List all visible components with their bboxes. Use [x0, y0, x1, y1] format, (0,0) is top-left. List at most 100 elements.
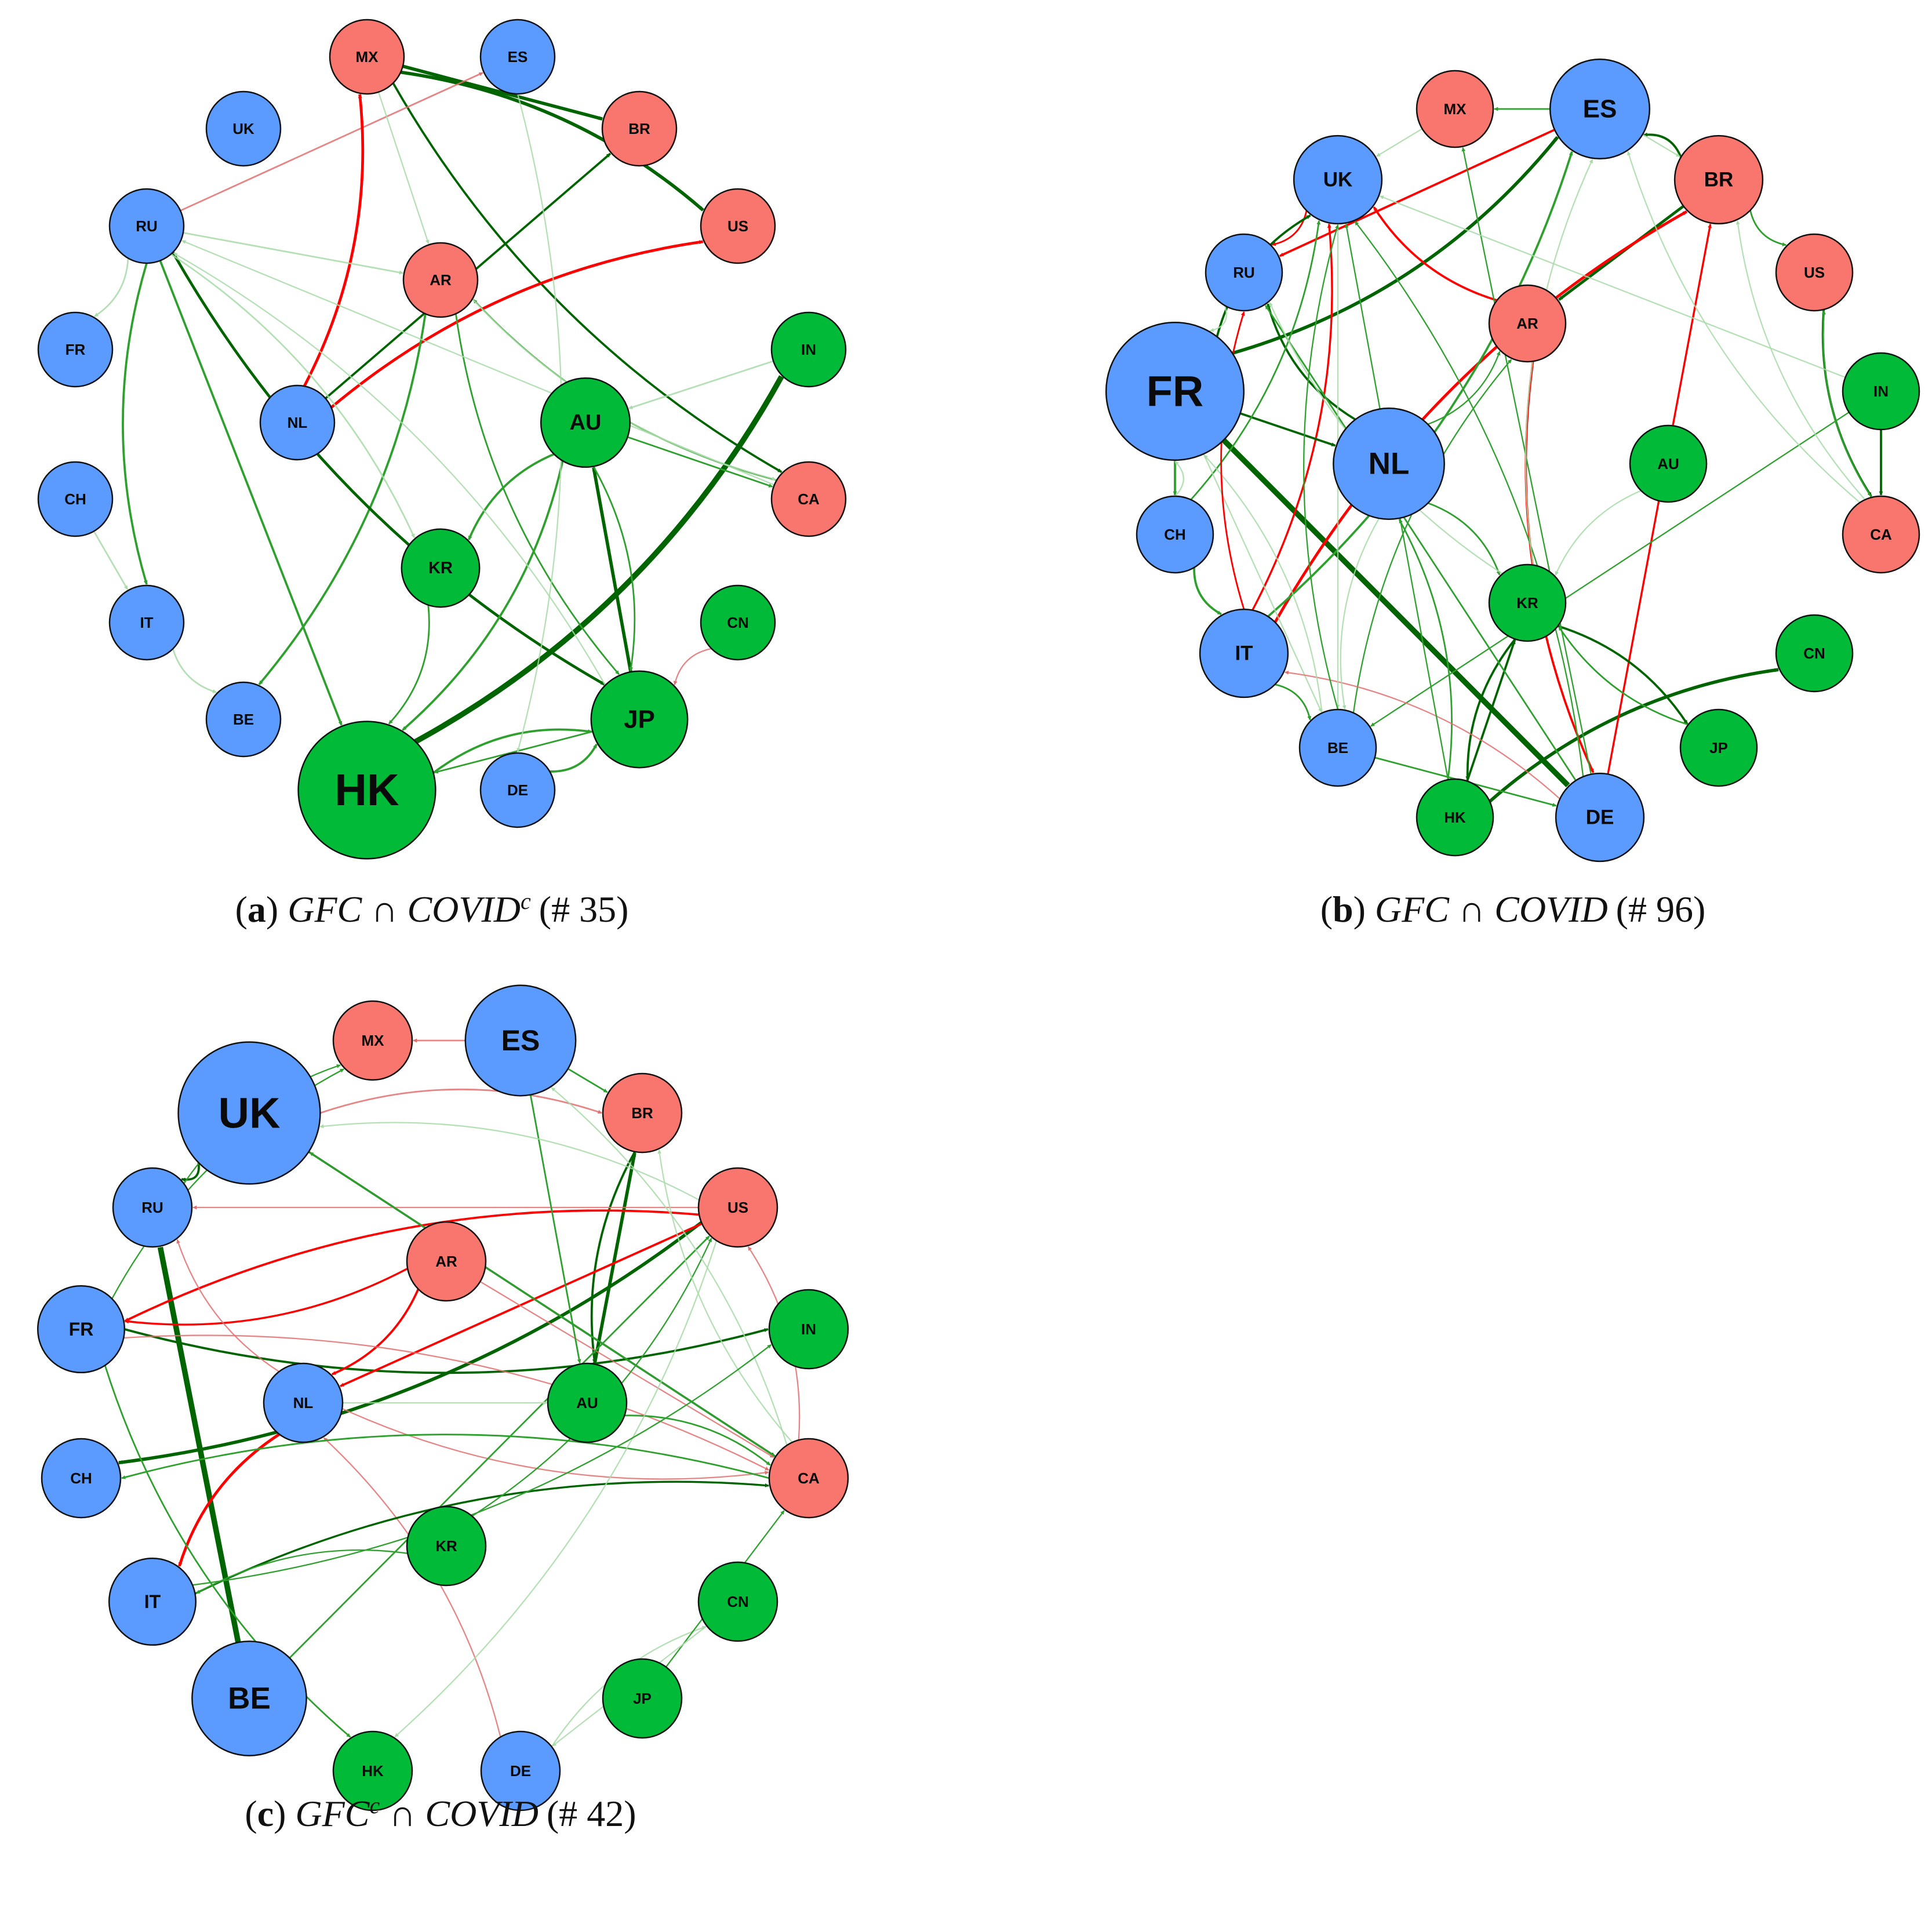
edge-es-to-br: [1642, 133, 1680, 158]
node-in-circle: [768, 1289, 849, 1370]
node-jp-circle: [602, 1658, 683, 1739]
node-ca-circle: [770, 461, 847, 537]
edge-kr-to-hk: [388, 605, 430, 725]
node-jp-circle: [1679, 708, 1758, 787]
node-fr-circle: [37, 1285, 126, 1374]
edge-be-to-ar: [1352, 359, 1512, 713]
node-ca-circle: [1842, 495, 1920, 574]
node-uk-label: UK: [232, 120, 254, 137]
node-ru: RU: [108, 188, 185, 264]
node-in-label: IN: [1873, 383, 1889, 400]
edge-ca-to-br: [657, 1150, 793, 1443]
node-hk-label: HK: [334, 765, 399, 815]
node-fr-circle: [37, 311, 114, 388]
edge-au-to-br: [592, 1152, 636, 1365]
node-ca-label: CA: [1870, 526, 1892, 543]
edge-it-to-es: [1267, 151, 1573, 617]
node-br-circle: [1673, 134, 1764, 225]
node-ru-label: RU: [141, 1199, 163, 1216]
edge-nl-to-be: [1340, 518, 1380, 710]
edge-de-to-it: [1285, 670, 1560, 800]
node-hk-label: HK: [362, 1762, 384, 1780]
node-es: ES: [464, 984, 577, 1097]
edge-ru-to-hk: [159, 260, 343, 726]
node-ru-label: RU: [136, 217, 158, 235]
edge-br-to-es: [1643, 132, 1682, 158]
edge-be-to-ru: [157, 1246, 241, 1643]
edge-uk-to-ru: [1271, 210, 1308, 246]
node-cn: CN: [1775, 614, 1854, 693]
node-us: US: [697, 1167, 778, 1248]
edge-de-to-nl: [323, 1437, 501, 1737]
node-in: IN: [770, 311, 847, 388]
edge-it-to-be: [1275, 683, 1312, 721]
edge-au-to-kr: [1555, 490, 1642, 576]
node-ca-label: CA: [798, 1469, 820, 1487]
edge-de-to-mx: [1461, 147, 1592, 774]
edge-nl-to-ar: [1427, 351, 1501, 425]
edge-kr-to-hk: [1465, 638, 1516, 781]
node-br-label: BR: [1704, 169, 1734, 191]
node-hk-circle: [332, 1730, 413, 1811]
node-ru-circle: [112, 1167, 193, 1248]
node-br: BR: [1673, 134, 1764, 225]
node-ar-label: AR: [430, 271, 452, 289]
node-in-label: IN: [801, 341, 816, 358]
node-fr: FR: [37, 311, 114, 388]
edge-ca-to-es: [551, 1087, 788, 1446]
node-nl-label: NL: [1369, 447, 1410, 481]
node-de-circle: [480, 1730, 561, 1811]
node-au-label: AU: [576, 1394, 598, 1412]
node-mx-circle: [1416, 70, 1494, 148]
node-be-label: BE: [1327, 739, 1348, 756]
edge-be-to-us: [289, 1235, 710, 1659]
node-fr-label: FR: [66, 341, 86, 358]
edge-nl-to-kr: [1428, 502, 1501, 576]
node-es-label: ES: [501, 1024, 540, 1057]
node-be-label: BE: [228, 1682, 271, 1716]
node-jp-label: JP: [633, 1690, 652, 1707]
node-fr-label: FR: [69, 1319, 94, 1340]
edge-mx-to-ar: [377, 92, 430, 244]
edge-au-to-jp: [592, 465, 636, 671]
edge-jp-to-hk: [434, 730, 593, 774]
edge-ar-to-jp: [455, 314, 620, 675]
node-cn: CN: [700, 584, 776, 661]
node-ar: AR: [402, 242, 479, 318]
edge-ch-to-fr: [1174, 460, 1184, 497]
node-de-label: DE: [510, 1762, 531, 1780]
node-jp: JP: [1679, 708, 1758, 787]
edge-it-to-br: [1274, 210, 1687, 623]
node-hk-label: HK: [1444, 809, 1466, 826]
edge-nl-to-us: [330, 240, 704, 409]
edge-uk-to-ru: [181, 1162, 200, 1182]
node-it: IT: [108, 584, 185, 661]
node-fr: FR: [1105, 321, 1245, 461]
node-it-circle: [108, 584, 185, 661]
node-be-label: BE: [233, 711, 254, 728]
edge-ru-to-kr: [170, 253, 416, 539]
edge-ar-to-be: [258, 314, 427, 686]
node-cn-label: CN: [1803, 645, 1825, 662]
edge-us-to-uk: [319, 1122, 700, 1201]
node-kr: KR: [401, 528, 481, 608]
node-au: AU: [540, 377, 631, 468]
node-uk-circle: [177, 1041, 321, 1185]
node-it-label: IT: [1235, 642, 1253, 665]
node-ch-circle: [41, 1438, 122, 1519]
node-uk-label: UK: [219, 1089, 281, 1137]
node-ru-label: RU: [1233, 264, 1255, 281]
edge-fr-to-de: [1221, 438, 1570, 788]
node-au-circle: [1629, 424, 1708, 503]
edge-ca-to-br: [1735, 220, 1866, 500]
node-de-label: DE: [507, 781, 528, 799]
node-ca-circle: [768, 1438, 849, 1519]
node-es-label: ES: [508, 48, 528, 66]
node-kr-circle: [406, 1505, 487, 1587]
edge-es-to-ru: [1279, 129, 1555, 257]
node-in: IN: [1842, 352, 1920, 431]
edge-ca-to-ch: [121, 1434, 770, 1479]
node-uk-label: UK: [1323, 169, 1353, 191]
edge-fr-to-es: [1232, 136, 1559, 355]
node-be-circle: [191, 1640, 307, 1756]
